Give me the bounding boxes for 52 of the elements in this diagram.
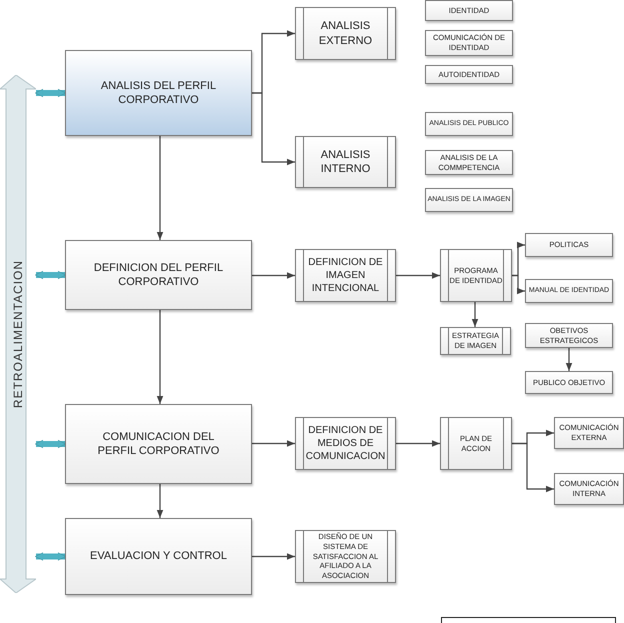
arrow [252, 553, 295, 560]
empty-box [441, 617, 616, 623]
box-label: DEFINICION DEL PERFIL CORPORATIVO [92, 260, 224, 290]
vertical-label: RETROALIMENTACION [11, 260, 25, 408]
predefined-process-box [295, 249, 396, 302]
box-label: DEFINICION DE MEDIOS DE COMUNICACION [306, 424, 386, 463]
process-box [525, 279, 613, 303]
process-box [554, 473, 624, 505]
arrow [512, 442, 554, 492]
box-label: COMUNICACION DEL PERFIL CORPORATIVO [96, 430, 220, 458]
process-box [525, 371, 613, 394]
process-box [65, 404, 252, 484]
process-box [425, 112, 513, 136]
process-box [525, 323, 613, 348]
predefined-process-box [440, 417, 512, 470]
arrow [566, 348, 572, 371]
predefined-process-box [295, 136, 396, 188]
arrow [252, 92, 295, 166]
process-box [554, 417, 624, 449]
double-arrow [34, 440, 66, 448]
box-label: ANALISIS EXTERNO [318, 19, 374, 48]
arrow [156, 136, 164, 240]
process-box [65, 518, 252, 595]
arrow [252, 440, 295, 447]
process-box [525, 233, 613, 257]
process-box [65, 50, 252, 136]
double-arrow [34, 270, 66, 280]
feedback-arrow [0, 75, 36, 593]
arrow [512, 274, 525, 294]
arrow [396, 440, 440, 447]
predefined-process-box [440, 327, 511, 355]
predefined-process-box [295, 7, 396, 60]
box-label: DEFINICION DE IMAGEN INTENCIONAL [307, 256, 384, 295]
process-box [425, 188, 513, 212]
process-box [65, 240, 252, 310]
arrow [156, 310, 164, 404]
double-arrow [34, 88, 66, 98]
arrow [252, 272, 295, 279]
predefined-process-box [295, 530, 396, 583]
process-box [425, 0, 513, 21]
predefined-process-box [295, 417, 396, 470]
process-box [425, 150, 513, 175]
arrow [156, 484, 164, 518]
arrow [396, 272, 440, 279]
box-label: ANALISIS DEL PERFIL CORPORATIVO [100, 78, 218, 108]
box-label: ANALISIS INTERNO [320, 148, 372, 176]
arrow [472, 302, 478, 327]
box-label: EVALUACION Y CONTROL [90, 549, 227, 564]
predefined-process-box [440, 249, 512, 302]
process-box [425, 65, 513, 84]
double-arrow [34, 552, 66, 561]
process-box [425, 30, 513, 56]
